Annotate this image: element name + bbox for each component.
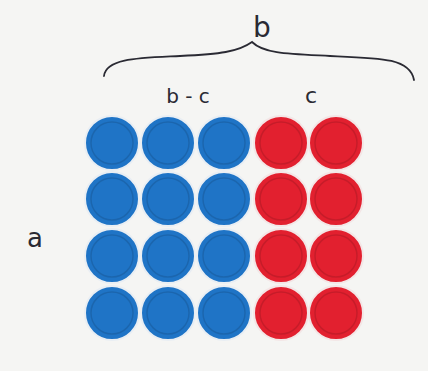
brace	[104, 42, 414, 80]
dimension-label: b - c	[166, 86, 210, 106]
dimension-label: c	[305, 85, 317, 107]
red-counters	[254, 116, 363, 340]
counters	[85, 116, 363, 340]
dimension-label: b	[253, 14, 271, 42]
dimension-label: a	[27, 225, 43, 251]
counter-rims	[91, 122, 357, 334]
blue-counters	[85, 116, 251, 340]
